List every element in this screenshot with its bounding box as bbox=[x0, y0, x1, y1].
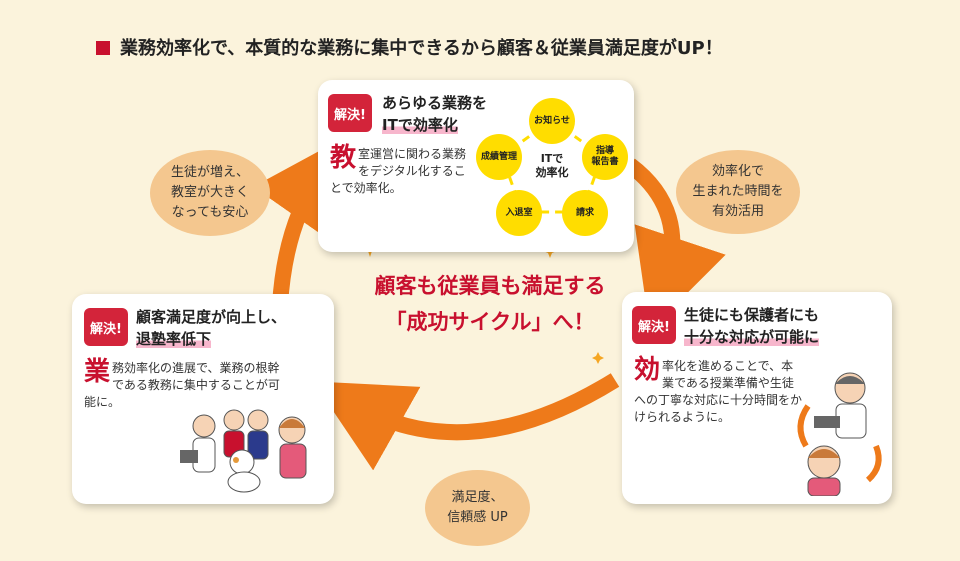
card-top: 解決! あらゆる業務を ITで効率化 教室運営に関わる業務をデジタル化することで… bbox=[318, 80, 634, 252]
center-message: 顧客も従業員も満足する 「成功サイクル」へ！ bbox=[374, 274, 606, 334]
badge-solution: 解決! bbox=[632, 306, 676, 344]
teacher-parent-illustration bbox=[797, 372, 882, 496]
cloud-bottom: 満足度、 信頼感 UP bbox=[425, 470, 530, 546]
it-hub-label: ITで 効率化 bbox=[535, 152, 569, 179]
node-grades: 成績管理 bbox=[476, 134, 522, 180]
node-attendance: 入退室 bbox=[496, 190, 542, 236]
it-hub-diagram: ITで 効率化 お知らせ 指導 報告書 請求 入退室 成績管理 bbox=[476, 98, 628, 248]
arrow-bottom bbox=[313, 373, 620, 471]
cloud-upper-right: 効率化で 生まれた時間を 有効活用 bbox=[676, 150, 800, 234]
card-right-title: 生徒にも保護者にも 十分な対応が可能に bbox=[684, 306, 820, 346]
arrow-left bbox=[253, 135, 348, 306]
card-left-body: 業務効率化の進展で、業務の根幹である教務に集中することが可能に。 bbox=[84, 357, 280, 409]
node-notice: お知らせ bbox=[529, 98, 575, 144]
red-square-icon bbox=[96, 41, 110, 55]
card-top-title: あらゆる業務を ITで効率化 bbox=[382, 94, 488, 134]
page-title: 業務効率化で、本質的な業務に集中できるから顧客＆従業員満足度がUP！ bbox=[96, 34, 723, 60]
badge-solution: 解決! bbox=[328, 94, 372, 132]
node-billing: 請求 bbox=[562, 190, 608, 236]
card-right: 解決! 生徒にも保護者にも 十分な対応が可能に 効率化を進めることで、本業である… bbox=[622, 292, 892, 504]
staff-illustration bbox=[180, 409, 307, 493]
card-right-body: 効率化を進めることで、本業である授業準備や生徒への丁寧な対応に十分時間をかけられ… bbox=[634, 355, 803, 424]
arrow-top-right bbox=[625, 158, 726, 331]
card-left: 解決! 顧客満足度が向上し、 退塾率低下 業務効率化の進展で、業務の根幹である教… bbox=[72, 294, 334, 504]
node-report: 指導 報告書 bbox=[582, 134, 628, 180]
card-top-body: 教室運営に関わる業務をデジタル化することで効率化。 bbox=[330, 143, 467, 195]
card-left-title: 顧客満足度が向上し、 退塾率低下 bbox=[136, 308, 287, 348]
page-title-text: 業務効率化で、本質的な業務に集中できるから顧客＆従業員満足度がUP！ bbox=[120, 38, 723, 59]
cloud-upper-left: 生徒が増え、 教室が大きく なっても安心 bbox=[150, 150, 270, 236]
badge-solution: 解決! bbox=[84, 308, 128, 346]
